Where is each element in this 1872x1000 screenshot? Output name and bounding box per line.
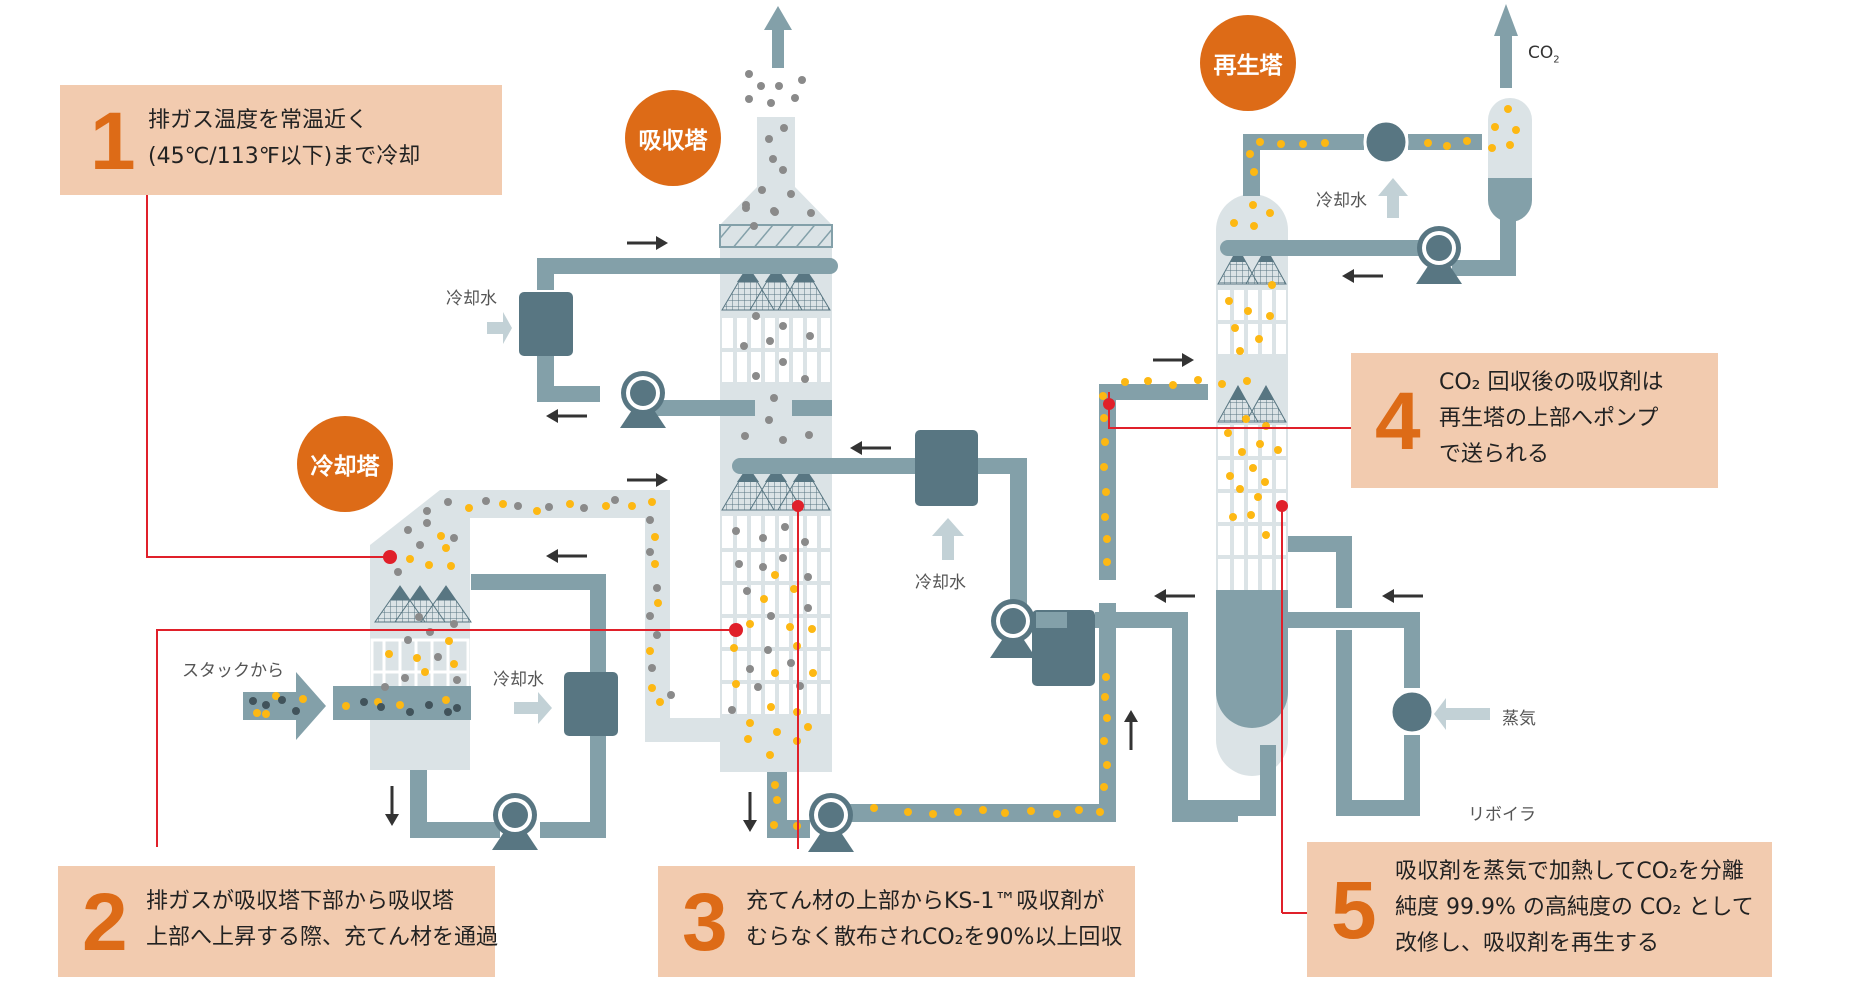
reboiler bbox=[1389, 689, 1435, 735]
cooling-water-label: 冷却水 bbox=[493, 670, 544, 690]
callout-text-line: むらなく散布されCO₂を90%以上回収 bbox=[746, 925, 1123, 950]
from-stack-label: スタックから bbox=[182, 661, 284, 681]
regenerator-sprays bbox=[1217, 246, 1287, 423]
water-wash-pump bbox=[620, 371, 666, 428]
utility-arrows bbox=[487, 6, 1490, 730]
absorber-stack bbox=[757, 117, 795, 187]
cooling-tower bbox=[243, 490, 722, 850]
leader-line-1 bbox=[146, 195, 390, 558]
cooling-water-arrow-icon bbox=[932, 518, 964, 560]
cooling-tower-badge: 冷却塔 bbox=[297, 416, 393, 512]
callout-text-line: 吸収剤を蒸気で加熱してCO₂を分離 bbox=[1395, 859, 1744, 884]
arrow-down-icon bbox=[743, 792, 757, 832]
absorber-badge: 吸収塔 bbox=[625, 90, 721, 186]
callout-number: 1 bbox=[90, 96, 136, 187]
cooling-tower-packing bbox=[370, 638, 470, 692]
callout-text-line: 排ガス温度を常温近く bbox=[148, 108, 369, 133]
leader-dots bbox=[383, 398, 1288, 637]
condenser bbox=[1363, 119, 1409, 165]
flow-arrows bbox=[385, 236, 1423, 832]
absorber-hood bbox=[720, 187, 832, 225]
water-wash-loop-pipe bbox=[537, 258, 838, 416]
co2-text: CO bbox=[1528, 43, 1554, 63]
cooling-water-label: 冷却水 bbox=[915, 573, 966, 593]
callout-5: 5 吸収剤を蒸気で加熱してCO₂を分離 純度 99.9% の高純度の CO₂ と… bbox=[1307, 842, 1772, 977]
regenerator-badge: 再生塔 bbox=[1200, 15, 1296, 111]
absorber-top-sprays bbox=[721, 265, 831, 311]
callout-number: 5 bbox=[1331, 865, 1377, 956]
absorber-exhaust-arrow-icon bbox=[764, 6, 792, 68]
demister bbox=[719, 224, 833, 248]
arrow-left-icon bbox=[546, 549, 587, 563]
co2-outlet-pipe bbox=[1500, 36, 1512, 88]
callout-text-line: 純度 99.9% の高純度の CO₂ として bbox=[1395, 895, 1754, 920]
callout-number: 3 bbox=[682, 877, 728, 968]
arrow-up-icon bbox=[1124, 710, 1138, 750]
regenerator-overhead-pipe bbox=[1243, 134, 1482, 196]
cooling-tower-pump bbox=[492, 793, 538, 850]
cooling-water-arrow-icon bbox=[1378, 178, 1408, 218]
callout-3: 3 充てん材の上部からKS-1™吸収剤が むらなく散布されCO₂を90%以上回収 bbox=[658, 866, 1135, 977]
arrow-left-icon bbox=[850, 441, 891, 455]
arrow-down-icon bbox=[385, 786, 399, 826]
steam-arrow-icon bbox=[1434, 698, 1490, 730]
reflux-pump bbox=[1416, 226, 1462, 284]
rich-solvent-pipe bbox=[767, 384, 1208, 838]
regenerator-particles bbox=[1218, 105, 1520, 539]
callout-text-line: 上部へ上昇する際、充てん材を通過 bbox=[146, 925, 499, 950]
cooling-water-label: 冷却水 bbox=[446, 289, 497, 309]
callout-4: 4 CO₂ 回収後の吸収剤は 再生塔の上部へポンプ で送られる bbox=[1351, 353, 1718, 488]
arrow-left-icon bbox=[1342, 269, 1383, 283]
regenerator-sump bbox=[1216, 590, 1288, 728]
leader-dot-4 bbox=[1103, 398, 1115, 410]
arrow-right-icon bbox=[1153, 353, 1194, 367]
leader-dot-3 bbox=[792, 500, 804, 512]
callout-2: 2 排ガスが吸収塔下部から吸収塔 上部へ上昇する際、充てん材を通過 bbox=[58, 866, 499, 977]
regenerator-tower bbox=[1180, 4, 1532, 816]
callout-number: 2 bbox=[82, 877, 128, 968]
callout-number: 4 bbox=[1375, 376, 1421, 467]
arrow-right-icon bbox=[627, 473, 668, 487]
leader-line-2 bbox=[156, 629, 736, 847]
callout-text-line: 充てん材の上部からKS-1™吸収剤が bbox=[746, 889, 1105, 914]
arrow-right-icon bbox=[627, 236, 668, 250]
cooling-water-arrow-icon bbox=[514, 692, 552, 724]
lean-rich-heat-exchanger bbox=[1032, 610, 1095, 686]
co2-subscript: 2 bbox=[1553, 54, 1560, 66]
arrow-left-icon bbox=[1154, 589, 1195, 603]
leader-dot-1 bbox=[383, 550, 397, 564]
lean-return-pipe bbox=[1036, 612, 1238, 822]
absorber-tower bbox=[519, 70, 1238, 852]
cooling-water-label: 冷却水 bbox=[1316, 191, 1367, 211]
cooling-tower-particles bbox=[249, 496, 675, 718]
arrow-left-icon bbox=[1382, 589, 1423, 603]
callout-text-line: で送られる bbox=[1439, 442, 1550, 467]
cooling-tower-heat-exchanger bbox=[564, 672, 618, 736]
cooling-water-arrow-icon bbox=[487, 312, 512, 344]
stack-inlet-arrow bbox=[243, 672, 326, 740]
reboiler-label: リボイラ bbox=[1468, 805, 1536, 825]
leader-dot-5 bbox=[1276, 500, 1288, 512]
co2-output-label: CO2 bbox=[1528, 43, 1560, 65]
absorber-particles bbox=[728, 70, 1202, 830]
cooling-tower-sump bbox=[370, 722, 470, 770]
cooling-tower-sprays bbox=[374, 585, 472, 623]
reflux-pipe bbox=[1220, 212, 1516, 276]
callout-text-line: 再生塔の上部へポンプ bbox=[1439, 406, 1659, 431]
callout-text-line: 排ガスが吸収塔下部から吸収塔 bbox=[146, 889, 455, 914]
callout-text-line: CO₂ 回収後の吸収剤は bbox=[1439, 370, 1664, 395]
callout-text-line: (45℃/113℉以下)まで冷却 bbox=[148, 144, 421, 169]
callout-1: 1 排ガス温度を常温近く (45℃/113℉以下)まで冷却 bbox=[60, 85, 502, 195]
water-wash-cooler bbox=[519, 292, 573, 356]
regenerator-packing bbox=[1218, 290, 1286, 590]
lean-pump bbox=[990, 599, 1036, 658]
rich-solvent-pump bbox=[808, 793, 854, 852]
callout-text-line: 改修し、吸収剤を再生する bbox=[1395, 931, 1660, 956]
co2-outlet-arrow bbox=[1494, 4, 1518, 36]
arrow-left-icon bbox=[546, 409, 587, 423]
leader-dot-2 bbox=[729, 623, 743, 637]
steam-label: 蒸気 bbox=[1502, 709, 1536, 729]
lean-solvent-cooler bbox=[915, 430, 978, 506]
